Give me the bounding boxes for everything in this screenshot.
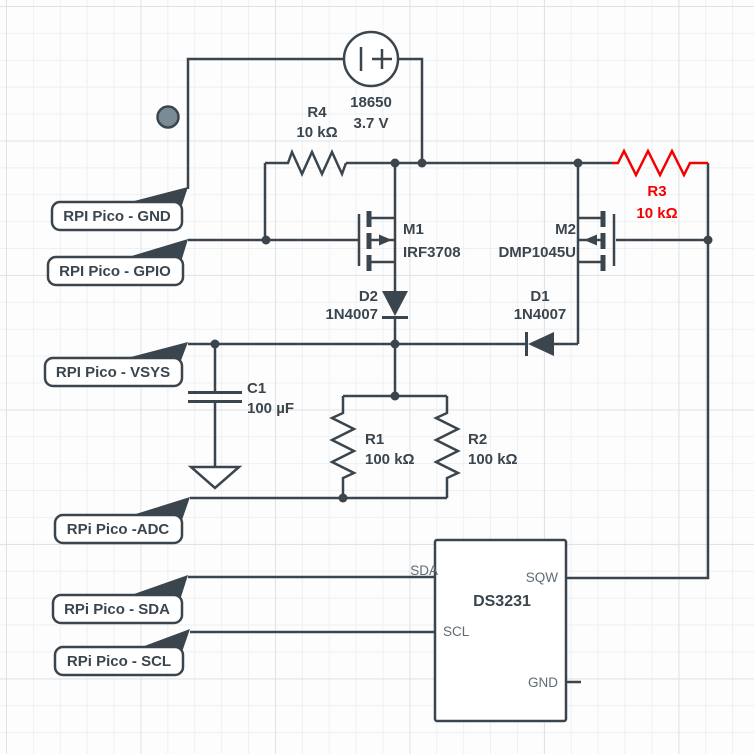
battery-plus-glyph	[372, 49, 392, 69]
battery-18650[interactable]: 18650 3.7 V	[342, 30, 400, 132]
battery-circle[interactable]	[342, 30, 400, 88]
r4-designator: R4	[307, 104, 327, 121]
resistor-r4[interactable]: R4 10 kΩ	[265, 104, 348, 178]
mosfet-m2[interactable]: M2 DMP1045U	[498, 211, 616, 271]
m2-designator: M2	[555, 221, 576, 238]
callout-gnd-box[interactable]	[50, 200, 184, 232]
callout-gnd-label: RPI Pico - GND	[63, 208, 171, 225]
r1-value: 100 kΩ	[365, 451, 415, 468]
junction-dot	[261, 235, 271, 245]
callout-scl-label: RPi Pico - SCL	[67, 653, 171, 670]
junction-dot	[390, 339, 400, 349]
r3-value: 10 kΩ	[636, 205, 677, 222]
r4-zigzag[interactable]	[265, 148, 348, 178]
ic-ds3231[interactable]: DS3231 SDA SQW SCL GND	[410, 538, 568, 723]
r1-designator: R1	[365, 431, 384, 448]
c1-designator: C1	[247, 380, 266, 397]
diode-d2[interactable]: D2 1N4007	[325, 288, 408, 323]
callout-vsys[interactable]: RPI Pico - VSYS	[43, 342, 188, 388]
wire-battery-positive-to-rail[interactable]	[398, 57, 424, 163]
ic-body[interactable]	[433, 538, 568, 723]
ic-pin-sqw-label: SQW	[526, 570, 559, 585]
m1-arrow	[379, 234, 392, 246]
junction-dot	[338, 493, 348, 503]
c1-value: 100 µF	[247, 400, 294, 417]
junction-dot	[703, 235, 713, 245]
wire-battery-negative-to-gnd[interactable]	[186, 57, 344, 189]
callout-gnd[interactable]: RPI Pico - GND	[50, 187, 188, 232]
callout-gpio[interactable]: RPI Pico - GPIO	[46, 239, 188, 287]
ground-symbol[interactable]	[187, 465, 243, 490]
r3-zigzag[interactable]	[612, 148, 708, 178]
callout-scl-box[interactable]	[53, 645, 185, 677]
d2-designator: D2	[359, 288, 378, 305]
junction-dot	[210, 339, 220, 349]
resistor-r2[interactable]: R2 100 kΩ	[433, 396, 518, 498]
battery-voltage-label: 3.7 V	[353, 115, 388, 132]
junction-dots	[210, 158, 713, 503]
callout-adc[interactable]: RPi Pico -ADC	[53, 497, 190, 545]
d2-triangle	[382, 291, 408, 316]
d1-designator: D1	[530, 288, 549, 305]
battery-model-label: 18650	[350, 94, 392, 111]
m2-part: DMP1045U	[498, 244, 576, 261]
wires	[186, 57, 710, 684]
wire-sqw-riser[interactable]	[566, 163, 710, 580]
junction-dot	[573, 158, 583, 168]
m1-part: IRF3708	[403, 244, 461, 261]
callout-vsys-box[interactable]	[43, 356, 184, 388]
junction-dot	[417, 158, 427, 168]
callout-adc-label: RPi Pico -ADC	[67, 521, 170, 538]
d1-part: 1N4007	[514, 306, 567, 323]
r1-zigzag[interactable]	[329, 396, 357, 498]
junction-dot	[390, 158, 400, 168]
resistor-r3-highlighted[interactable]: R3 10 kΩ	[612, 148, 708, 222]
ic-title: DS3231	[473, 593, 531, 610]
ic-pin-scl-label: SCL	[443, 624, 470, 639]
ic-pin-sda-label: SDA	[410, 563, 438, 578]
ground-triangle	[187, 465, 243, 490]
callout-gpio-label: RPI Pico - GPIO	[59, 263, 171, 280]
callout-sda-label: RPi Pico - SDA	[64, 601, 170, 618]
callout-adc-box[interactable]	[53, 513, 184, 545]
callout-vsys-label: RPI Pico - VSYS	[56, 364, 170, 381]
capacitor-c1[interactable]: C1 100 µF	[188, 380, 294, 417]
ic-pin-gnd-label: GND	[528, 675, 558, 690]
r2-value: 100 kΩ	[468, 451, 518, 468]
m2-arrow	[584, 234, 597, 246]
callout-sda[interactable]: RPi Pico - SDA	[51, 575, 188, 625]
mosfet-m1[interactable]: M1 IRF3708	[357, 211, 461, 271]
r2-designator: R2	[468, 431, 487, 448]
callout-scl[interactable]: RPi Pico - SCL	[53, 629, 190, 677]
junction-dot	[390, 391, 400, 401]
c1-plates	[188, 391, 242, 403]
m1-designator: M1	[403, 221, 424, 238]
d2-part: 1N4007	[325, 306, 378, 323]
d1-triangle	[528, 332, 554, 356]
connection-point-dot[interactable]	[156, 105, 180, 129]
diode-d1[interactable]: D1 1N4007	[514, 288, 567, 356]
callout-gpio-box[interactable]	[46, 255, 185, 287]
r3-designator: R3	[647, 183, 666, 200]
r2-zigzag[interactable]	[433, 396, 461, 498]
resistor-r1[interactable]: R1 100 kΩ	[329, 396, 415, 498]
callout-sda-box[interactable]	[51, 593, 184, 625]
r4-value: 10 kΩ	[296, 124, 337, 141]
